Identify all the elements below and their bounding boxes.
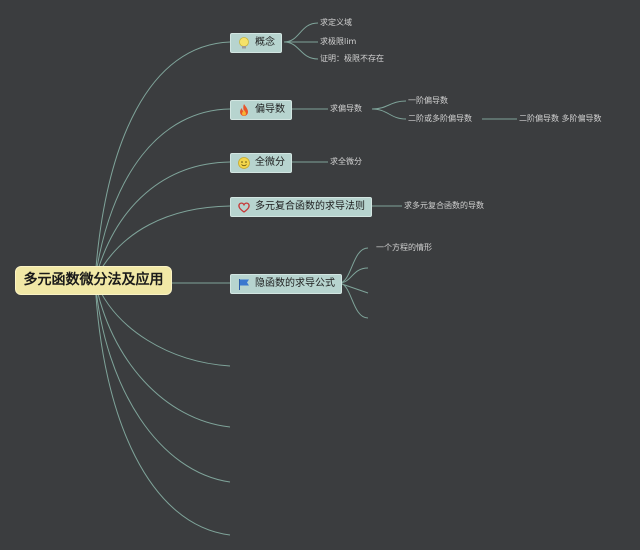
- concept-child-2[interactable]: 求极限lim: [320, 37, 357, 46]
- concept-child-3[interactable]: 证明：极限不存在: [320, 54, 384, 63]
- partial-grandchild-1[interactable]: 一阶偏导数: [408, 96, 448, 105]
- topic-chain-rule-label: 多元复合函数的求导法则: [255, 201, 365, 212]
- heart-icon: [238, 202, 250, 213]
- partial-grandchild-2[interactable]: 二阶或多阶偏导数: [408, 114, 472, 123]
- partial-greatgrandchild[interactable]: 二阶偏导数 多阶偏导数: [519, 114, 602, 123]
- topic-chain-rule[interactable]: 多元复合函数的求导法则: [230, 197, 372, 217]
- topic-implicit-function[interactable]: 隐函数的求导公式: [230, 274, 342, 294]
- topic-implicit-function-label: 隐函数的求导公式: [255, 278, 335, 289]
- central-topic[interactable]: 多元函数微分法及应用: [15, 266, 172, 295]
- lightbulb-icon: [239, 37, 249, 49]
- concept-child-1[interactable]: 求定义域: [320, 18, 352, 27]
- topic-concept[interactable]: 概念: [230, 33, 282, 53]
- topic-partial-derivative-label: 偏导数: [255, 104, 285, 115]
- partial-child[interactable]: 求偏导数: [330, 104, 362, 113]
- implicit-child[interactable]: 一个方程的情形: [376, 243, 432, 252]
- total-child[interactable]: 求全微分: [330, 157, 362, 166]
- fire-icon: [240, 104, 248, 116]
- topic-total-differential[interactable]: 全微分: [230, 153, 292, 173]
- topic-total-differential-label: 全微分: [255, 157, 285, 168]
- topic-partial-derivative[interactable]: 偏导数: [230, 100, 292, 120]
- topic-concept-label: 概念: [255, 37, 275, 48]
- chain-child[interactable]: 求多元复合函数的导数: [404, 201, 484, 210]
- smile-icon: [238, 157, 250, 169]
- flag-icon: [239, 279, 249, 290]
